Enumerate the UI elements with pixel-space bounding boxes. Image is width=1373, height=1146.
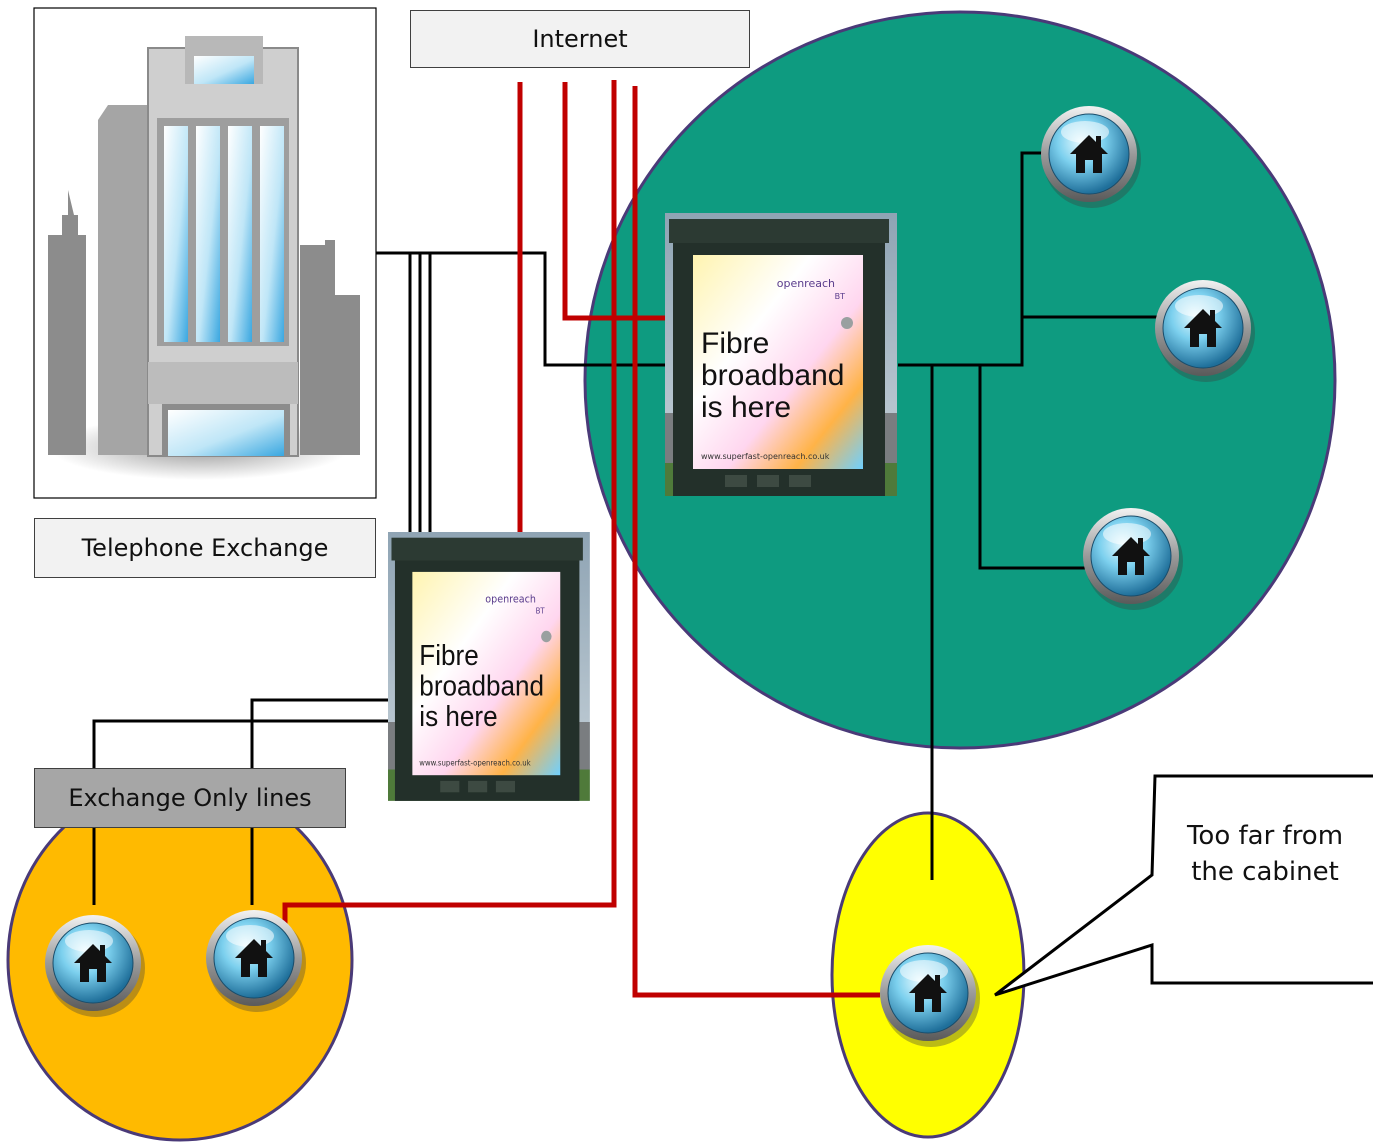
internet-label: Internet bbox=[410, 10, 750, 68]
callout-line-1: Too far from bbox=[1186, 821, 1344, 851]
cabinet-headline-3: is here bbox=[701, 391, 791, 424]
street-cabinet-main: openreach BT Fibre broadband is here www… bbox=[665, 213, 897, 496]
cabinet-headline-2: broadband bbox=[419, 669, 544, 701]
cabinet-url: www.superfast-openreach.co.uk bbox=[419, 758, 531, 767]
cabinet-brand-sub: BT bbox=[835, 292, 845, 301]
cabinet-headline-2: broadband bbox=[701, 359, 844, 392]
cabinet-url: www.superfast-openreach.co.uk bbox=[701, 452, 830, 461]
telephone-exchange-label: Telephone Exchange bbox=[34, 518, 376, 578]
cabinet-brand-sub: BT bbox=[536, 606, 546, 615]
street-cabinet-exchange-only: openreach BT Fibre broadband is here www… bbox=[388, 532, 590, 801]
callout-line-2: the cabinet bbox=[1191, 857, 1339, 887]
copper-lines bbox=[92, 151, 1160, 905]
cabinet-headline-3: is here bbox=[419, 700, 497, 732]
callout-text: Too far from the cabinet bbox=[1160, 818, 1370, 890]
fibre-lines bbox=[282, 80, 880, 998]
cabinet-brand: openreach bbox=[485, 594, 536, 605]
exchange-only-lines-label: Exchange Only lines bbox=[34, 768, 346, 828]
callout-bubble bbox=[994, 774, 1373, 997]
telephone-exchange-building bbox=[33, 7, 377, 499]
cabinet-headline-1: Fibre bbox=[701, 327, 769, 360]
cabinet-brand: openreach bbox=[777, 277, 835, 290]
cabinet-headline-1: Fibre bbox=[419, 639, 478, 671]
